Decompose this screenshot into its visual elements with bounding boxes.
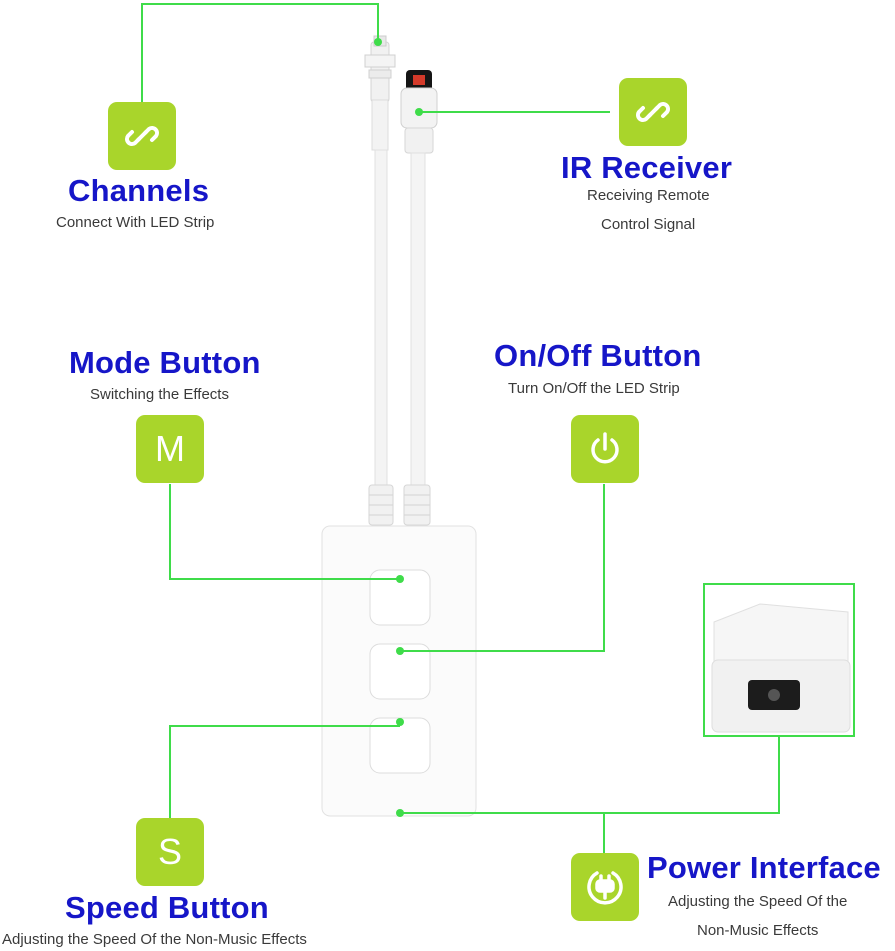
channels-title: Channels — [68, 173, 210, 208]
onoff-button-desc: Turn On/Off the LED Strip — [508, 380, 680, 397]
speed-button-desc: Adjusting the Speed Of the Non-Music Eff… — [2, 931, 307, 948]
controller-body — [321, 525, 477, 817]
ir-cable — [400, 70, 438, 526]
speed-button-badge: S — [136, 818, 204, 886]
onoff-button-badge — [571, 415, 639, 483]
link-icon — [636, 102, 670, 122]
ir-receiver-badge — [619, 78, 687, 146]
power-interface-title: Power Interface — [647, 850, 881, 885]
ir-receiver-desc-line2: Control Signal — [601, 216, 696, 233]
plug-icon — [587, 871, 623, 905]
power-interface-desc-line1: Adjusting the Speed Of the — [668, 893, 848, 910]
ir-receiver-title: IR Receiver — [561, 150, 733, 185]
connector-dots — [374, 38, 423, 817]
speed-letter-icon: S — [157, 831, 182, 872]
link-icon — [125, 126, 159, 146]
power-interface-inset — [703, 583, 855, 737]
power-interface-desc-line2: Non-Music Effects — [697, 922, 819, 939]
channels-desc: Connect With LED Strip — [56, 214, 215, 231]
speed-button-title: Speed Button — [65, 890, 269, 925]
ir-receiver-desc-line1: Receiving Remote — [587, 187, 710, 204]
channel-cable — [364, 35, 396, 526]
power-icon — [591, 432, 619, 464]
mode-button-title: Mode Button — [69, 345, 261, 380]
mode-letter-icon: M — [155, 428, 185, 469]
connector-lines — [141, 3, 780, 853]
mode-button-badge: M — [136, 415, 204, 483]
channels-badge — [108, 102, 176, 170]
onoff-button-title: On/Off Button — [494, 338, 702, 373]
mode-button-desc: Switching the Effects — [90, 386, 229, 403]
power-interface-badge — [571, 853, 639, 921]
